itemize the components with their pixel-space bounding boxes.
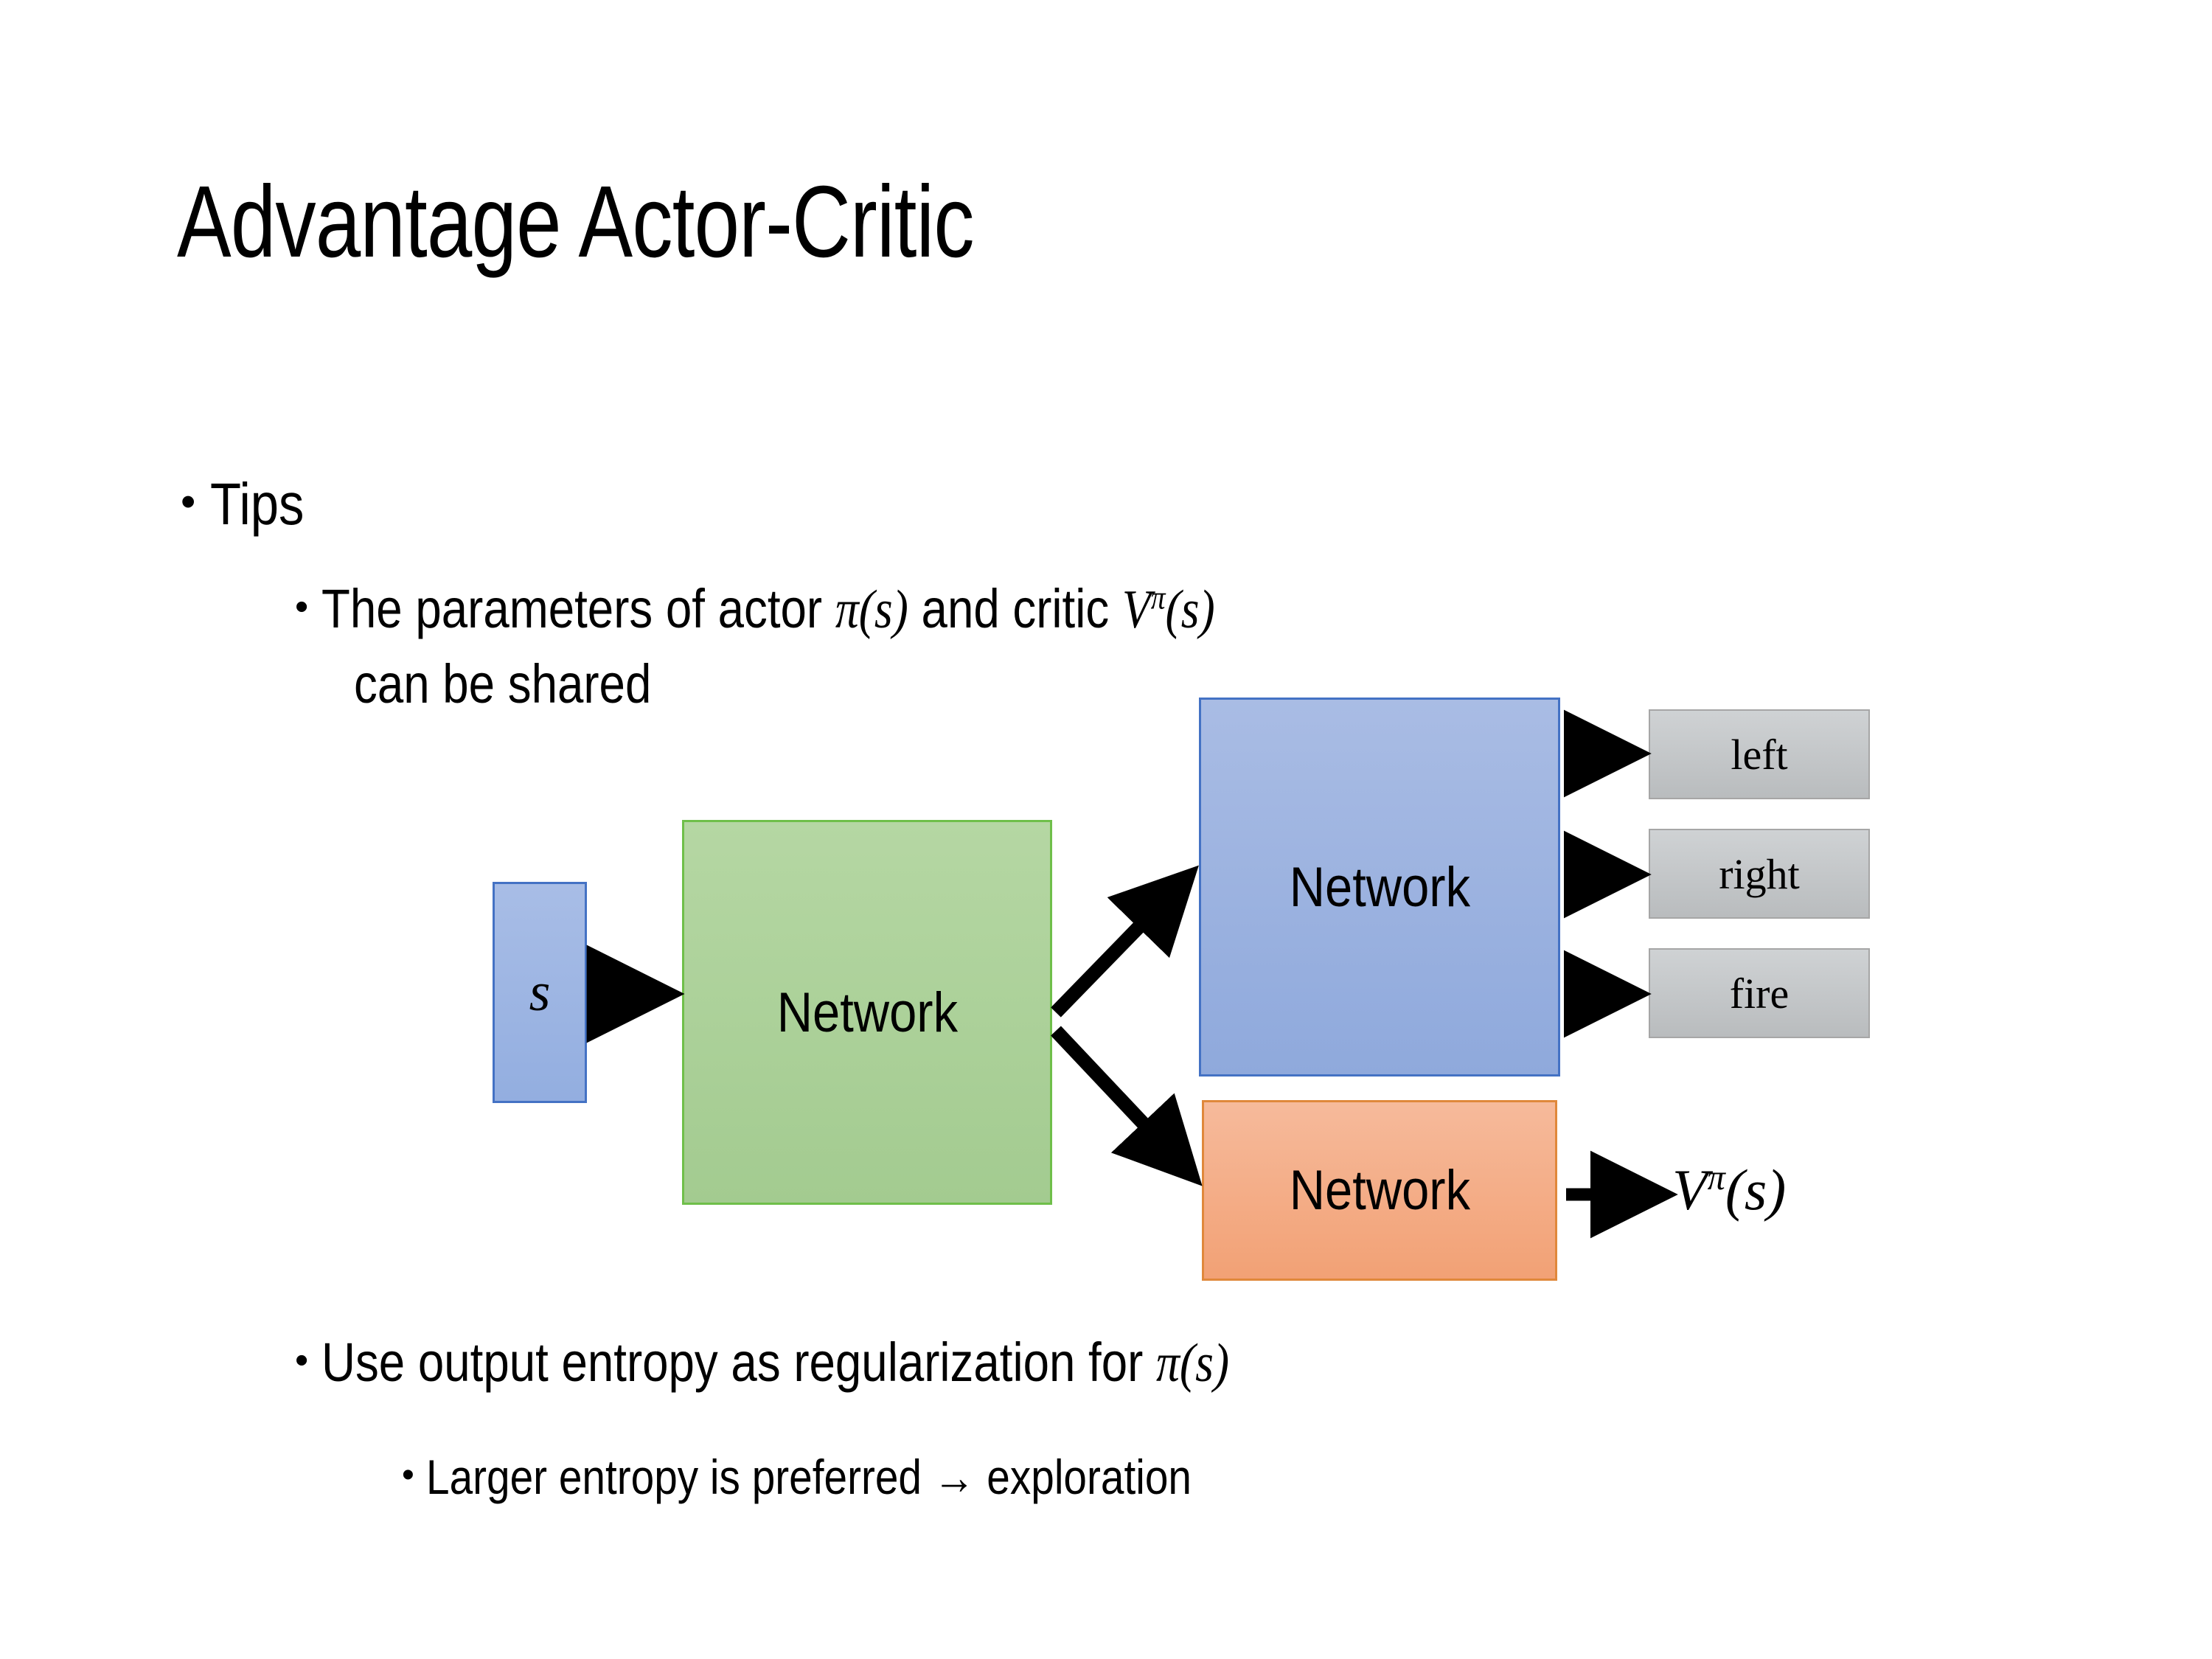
shared-network-box: Network [682,820,1052,1205]
bullet-entropy-regularization: • Use output entropy as regularization f… [295,1331,1377,1396]
bullet-marker-icon: • [295,585,309,628]
value-output-V: V [1672,1158,1708,1222]
action-output-left-label: left [1731,730,1788,779]
math-pi-args: (s) [1180,1333,1230,1394]
math-V-args: (s) [1165,580,1215,640]
action-output-left: left [1649,709,1870,799]
shared-network-label: Network [776,981,958,1044]
bullet-shared-parameters-text: The parameters of actor π(s) and critic … [321,577,1215,642]
math-pi-args: (s) [858,580,909,640]
input-state-label: s [529,961,551,1023]
bullet-marker-icon: • [295,1339,309,1382]
critic-network-box: Network [1202,1100,1557,1281]
text-can-be-shared: can be shared [354,653,652,714]
bullet-tips-label: Tips [210,471,305,537]
actor-network-box: Network [1199,698,1560,1077]
bullet-marker-icon: • [402,1455,414,1495]
critic-network-label: Network [1289,1159,1470,1222]
math-pi-symbol: π [1156,1333,1180,1394]
bullet-marker-icon: • [181,478,196,526]
value-output-superscript-pi: π [1707,1158,1725,1197]
bullet-larger-entropy-text: Larger entropy is preferred → exploratio… [425,1450,1192,1504]
action-output-right: right [1649,829,1870,919]
text-and-critic: and critic [908,578,1123,639]
bullet-shared-parameters-line2: can be shared [354,653,700,716]
bullet-shared-parameters: • The parameters of actor π(s) and criti… [295,577,1360,642]
action-output-right-label: right [1719,849,1800,898]
math-pi-symbol: π [835,580,859,640]
action-output-fire-label: fire [1729,969,1790,1018]
arrow-shared-to-actor [1051,865,1199,1018]
arrow-shared-to-critic [1051,1026,1203,1186]
math-V-superscript-pi: π [1150,578,1166,616]
page-title: Advantage Actor-Critic [177,165,975,279]
input-state-box: s [493,882,587,1103]
math-V-symbol: V [1122,580,1151,640]
bullet-tips: • Tips [181,470,319,538]
bullet-entropy-regularization-text: Use output entropy as regularization for… [321,1331,1229,1396]
actor-network-label: Network [1289,855,1470,919]
bullet-larger-entropy: • Larger entropy is preferred → explorat… [402,1449,1316,1506]
value-output-args: (s) [1725,1158,1787,1222]
text-parameters-prefix: The parameters of actor [321,578,836,639]
value-output-label: Vπ(s) [1672,1156,1786,1223]
action-output-fire: fire [1649,948,1870,1038]
text-entropy-prefix: Use output entropy as regularization for [321,1332,1157,1393]
